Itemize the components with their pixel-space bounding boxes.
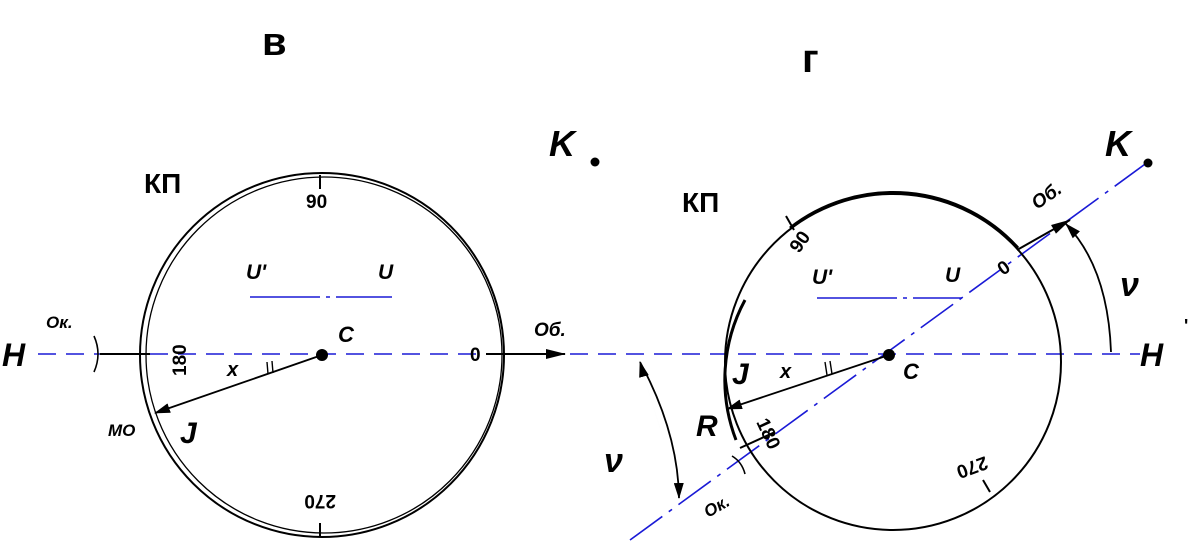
middle-area: K ν — [549, 123, 684, 499]
left-j-label: J — [180, 417, 198, 450]
left-angle-mark-2 — [271, 360, 274, 374]
right-nu-label: ν — [1120, 266, 1139, 304]
middle-k-dot — [590, 157, 600, 167]
right-nu-arc — [1065, 223, 1112, 353]
left-h-label: H — [2, 337, 26, 373]
right-panel: г КП K 90 0 180 270 U' U C x J R Ок. Об.… — [629, 37, 1188, 541]
left-scale-90: 90 — [306, 192, 327, 213]
right-u: U — [945, 264, 961, 287]
right-scale-0: 0 — [994, 257, 1015, 280]
right-ob-arrow — [1016, 219, 1071, 251]
right-tick-180 — [739, 431, 776, 449]
right-scale-90: 90 — [786, 228, 815, 257]
right-r-label: R — [696, 410, 718, 443]
right-k-dot — [1143, 158, 1153, 168]
right-dial-arc-thick — [789, 191, 1020, 250]
middle-nu-arc-start — [639, 361, 665, 441]
left-x-label: x — [226, 359, 239, 381]
middle-nu-arc — [639, 361, 684, 499]
right-ok-bracket — [731, 455, 746, 475]
right-kp-label: КП — [682, 187, 719, 218]
left-arrow-cj — [154, 354, 323, 414]
right-angle-mark-2 — [829, 360, 833, 375]
right-u-prime: U' — [812, 266, 833, 289]
left-center-dot — [316, 349, 328, 361]
middle-nu-label: ν — [604, 442, 623, 480]
left-scale-270: 270 — [304, 490, 336, 511]
right-ob-label: Об. — [1028, 179, 1066, 214]
left-panel-label: в — [262, 20, 287, 64]
right-arrow-cj — [726, 354, 890, 410]
right-tick-270 — [982, 479, 991, 493]
right-c-label: C — [903, 359, 920, 384]
right-k-label: K — [1105, 123, 1134, 164]
right-angle-mark — [824, 361, 828, 376]
left-panel: в КП 90 0 180 270 U' U C x J МО Ок. Об. … — [2, 20, 566, 538]
middle-k-label: K — [549, 123, 578, 164]
left-ob-label: Об. — [534, 320, 566, 341]
right-panel-label: г — [802, 37, 819, 81]
left-scale-180: 180 — [170, 344, 191, 376]
right-x-label: x — [779, 361, 792, 383]
left-u-prime: U' — [246, 261, 267, 284]
right-j-label: J — [732, 358, 750, 391]
left-ok-label: Ок. — [46, 313, 73, 332]
right-h-prime-mark: ' — [1184, 316, 1188, 336]
right-h-label: H — [1140, 337, 1164, 373]
right-ok-label: Ок. — [701, 492, 734, 522]
left-ok-bracket — [93, 335, 99, 373]
left-angle-mark — [266, 361, 269, 375]
left-scale-0: 0 — [470, 345, 481, 366]
right-dial-arc-thick-left — [723, 299, 747, 441]
right-scale-270: 270 — [953, 451, 990, 482]
left-mo-label: МО — [108, 421, 135, 440]
right-dial-circle — [724, 193, 1062, 531]
left-kp-label: КП — [144, 168, 181, 199]
left-c-label: C — [338, 322, 355, 347]
left-u: U — [378, 261, 394, 284]
right-center-dot — [883, 349, 895, 361]
right-tick-90 — [785, 215, 795, 231]
